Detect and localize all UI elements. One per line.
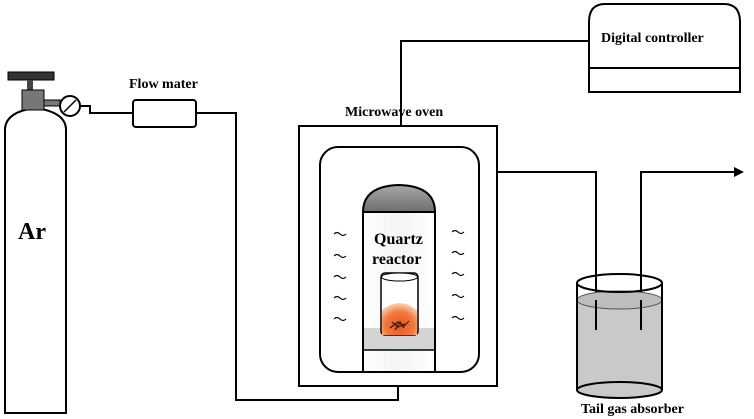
valve-handle [7, 71, 55, 81]
wave-icon [333, 253, 347, 259]
reactor-label-line1: Quartz [374, 231, 423, 248]
regulator-valve [7, 71, 81, 117]
wave-icon [333, 231, 347, 237]
reactor-dome [361, 183, 437, 213]
line-cylinder-to-flowmeter [80, 105, 133, 114]
wave-icon [451, 271, 465, 277]
quartz-reactor: Quartz reactor [361, 183, 437, 373]
digital-controller: Digital controller [588, 3, 741, 93]
valve-stem [27, 80, 33, 92]
absorber-rim [576, 273, 663, 293]
wave-icon [333, 316, 347, 322]
wave-icon [333, 274, 347, 280]
gas-label: Ar [18, 219, 46, 245]
reactor-label-line2: reactor [372, 251, 421, 268]
cylinder-body [4, 127, 67, 414]
wave-icon [451, 315, 465, 321]
line-controller-to-oven [400, 40, 589, 126]
wave-icon [451, 250, 465, 256]
cylinder-shoulder [4, 106, 67, 131]
oven-label: Microwave oven [345, 105, 443, 120]
microwave-wave-icons [333, 229, 465, 322]
wave-icon [333, 295, 347, 301]
valve-outlet [43, 99, 61, 107]
wave-icon [451, 229, 465, 235]
flow-meter-box [132, 99, 197, 128]
controller-label: Digital controller [601, 31, 704, 46]
tail-gas-absorber: Tail gas absorber [576, 273, 684, 417]
absorber-label: Tail gas absorber [581, 402, 684, 417]
flow-meter-label: Flow mater [129, 77, 198, 92]
argon-cylinder: Ar [4, 106, 67, 414]
flow-meter: Flow mater [129, 77, 198, 128]
line-absorber-to-vent [640, 167, 744, 332]
absorber-liquid [577, 300, 662, 390]
sample-fibers [389, 320, 410, 331]
wave-icon [451, 293, 465, 299]
line-flowmeter-to-reactor [196, 112, 399, 401]
controller-housing [588, 3, 741, 93]
sample-material [382, 303, 417, 335]
valve-body [21, 89, 45, 111]
